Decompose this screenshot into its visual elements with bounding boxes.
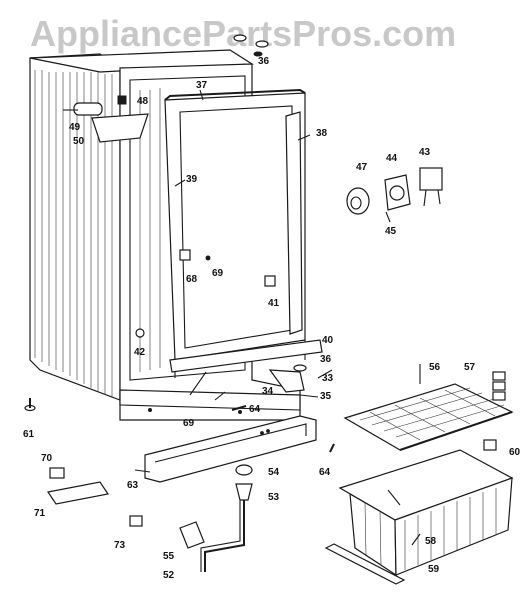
callout-73: 73 <box>114 540 126 551</box>
callout-36-top: 36 <box>258 56 270 67</box>
plug <box>135 328 145 338</box>
callout-69-upper: 69 <box>212 268 224 279</box>
callout-40: 40 <box>322 335 334 346</box>
callout-36-lower: 36 <box>320 354 332 365</box>
callout-63: 63 <box>127 480 139 491</box>
leader-lines <box>63 89 421 546</box>
kick-plate <box>144 415 317 483</box>
callout-50: 50 <box>73 136 85 147</box>
callout-35: 35 <box>320 391 332 402</box>
callout-44: 44 <box>386 153 398 164</box>
callout-57: 57 <box>464 362 476 373</box>
watermark-text: AppliancePartsPros.com <box>30 13 456 54</box>
drain-assembly <box>179 464 253 572</box>
callout-60: 60 <box>509 447 521 458</box>
callout-47: 47 <box>356 162 368 173</box>
bottom-gasket-strip <box>169 339 323 373</box>
screw <box>329 443 335 453</box>
thermostat-assembly <box>346 167 443 223</box>
leveler-leg <box>24 398 36 412</box>
callout-45: 45 <box>385 226 397 237</box>
door-gasket-frame <box>164 88 306 378</box>
callout-56: 56 <box>429 362 441 373</box>
callout-70: 70 <box>41 453 53 464</box>
callout-54: 54 <box>268 467 280 478</box>
callout-34: 34 <box>262 386 274 397</box>
top-hinge-parts <box>233 34 269 57</box>
callout-52: 52 <box>163 570 175 581</box>
callout-68: 68 <box>186 274 198 285</box>
callout-labels: 37 36 48 49 50 38 39 47 44 43 45 68 69 4… <box>23 56 521 581</box>
callout-69-lower: 69 <box>183 418 195 429</box>
mounting-plate <box>46 481 110 505</box>
callout-38: 38 <box>316 128 328 139</box>
clip <box>129 515 143 527</box>
cabinet-body <box>29 49 301 421</box>
callout-49: 49 <box>69 122 81 133</box>
hinge-block <box>264 275 276 287</box>
relay-block <box>49 467 65 479</box>
basket-slide-rail <box>324 543 406 585</box>
cam-block <box>179 249 191 261</box>
callout-33: 33 <box>322 373 334 384</box>
callout-61: 61 <box>23 429 35 440</box>
callout-41: 41 <box>268 298 280 309</box>
callout-64-upper: 64 <box>249 404 261 415</box>
callout-53: 53 <box>268 492 280 503</box>
retainer-clip <box>483 439 497 451</box>
callout-58: 58 <box>425 536 437 547</box>
screw <box>231 405 247 411</box>
bottom-hinge-bracket <box>268 364 319 398</box>
callout-37: 37 <box>196 80 208 91</box>
callout-39: 39 <box>186 174 198 185</box>
dairy-compartment <box>73 95 149 143</box>
wire-shelf <box>343 383 514 451</box>
screw <box>205 255 211 261</box>
wire-basket <box>338 449 514 577</box>
mullion-strip <box>285 111 303 335</box>
shelf-support-clips <box>492 371 506 401</box>
callout-55: 55 <box>163 551 175 562</box>
callout-71: 71 <box>34 508 46 519</box>
callout-48: 48 <box>137 96 149 107</box>
callout-42: 42 <box>134 347 146 358</box>
callout-64-lower: 64 <box>319 467 331 478</box>
callout-59: 59 <box>428 564 440 575</box>
callout-43: 43 <box>419 147 431 158</box>
